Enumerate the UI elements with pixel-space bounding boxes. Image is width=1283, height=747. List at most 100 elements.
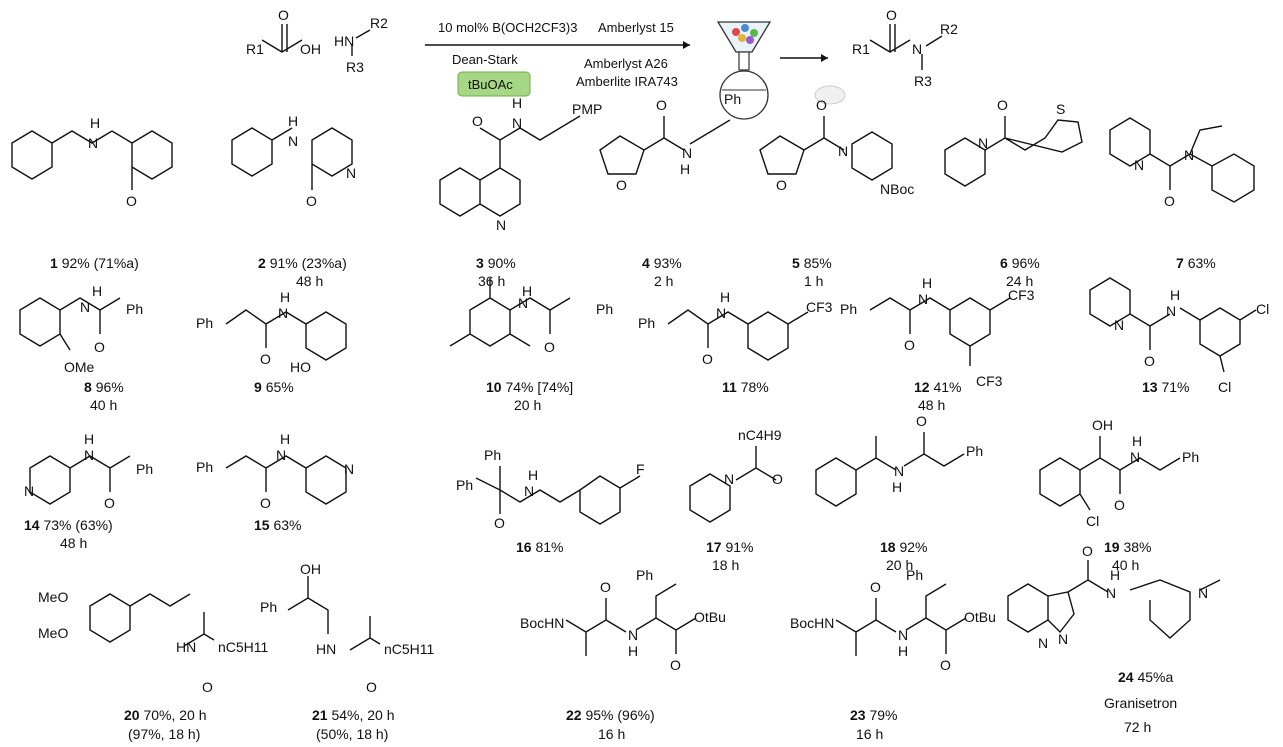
atom-label: MeO (38, 589, 68, 605)
atom-label: O (616, 177, 627, 193)
atom-label: OH (1092, 417, 1113, 433)
atom-label: N (1184, 147, 1194, 163)
atom-label: R1 (246, 41, 264, 57)
atom-label: O (202, 679, 213, 695)
structure-2: H N N O (231, 113, 356, 209)
resin-label: Amberlite IRA743 (576, 74, 678, 89)
svg-text:48 h: 48 h (918, 397, 945, 413)
atom-label: N (1106, 585, 1116, 601)
structure-11: Ph H N O CF3 (638, 289, 833, 367)
structure-4: O O H N Ph (599, 91, 741, 193)
svg-text:48 h: 48 h (296, 273, 323, 289)
compound-label-2: 2 91% (23%a) 48 h (258, 255, 347, 289)
compound-label-23: 23 79% 16 h (850, 707, 898, 742)
atom-label: N (1134, 157, 1144, 173)
svg-text:6 96%: 6 96% (1000, 255, 1040, 271)
atom-label: O (494, 515, 505, 531)
compound-label-11: 11 78% (722, 379, 769, 395)
svg-text:10 74% [74%]: 10 74% [74%] (486, 379, 573, 395)
compound-label-10: 10 74% [74%] 20 h (486, 379, 573, 413)
structure-12: Ph H N O CF3 CF3 (840, 275, 1035, 389)
atom-label: R1 (852, 41, 870, 57)
svg-text:24 45%a: 24 45%a (1118, 669, 1173, 685)
atom-label: CF3 (1008, 287, 1035, 303)
atom-label: H (1110, 567, 1120, 583)
atom-label: F (636, 461, 645, 477)
svg-text:40 h: 40 h (90, 397, 117, 413)
resin-label: Amberlyst A26 (584, 56, 668, 71)
atom-label: HN (316, 641, 336, 657)
atom-label: N (894, 463, 904, 479)
atom-label: nC5H11 (384, 641, 435, 657)
compound-label-13: 13 71% (1142, 379, 1190, 395)
atom-label: N (912, 41, 922, 57)
structure-22: Ph BocHN O N H O OtBu (520, 567, 726, 673)
atom-label: Ph (126, 301, 143, 317)
atom-label: N (518, 295, 528, 311)
atom-label: PMP (572, 101, 602, 117)
svg-text:1 92% (71%a): 1 92% (71%a) (50, 255, 139, 271)
atom-label: Cl (1218, 379, 1231, 395)
atom-label: H (1132, 433, 1142, 449)
structure-21: OH Ph HN O nC5H11 (260, 561, 435, 695)
structure-17: nC4H9 N O (689, 427, 783, 523)
compound-label-14: 14 73% (63%) 48 h (24, 517, 113, 551)
structure-16: Ph Ph H N O F (456, 447, 645, 531)
svg-text:16 81%: 16 81% (516, 539, 564, 555)
atom-label: N (628, 627, 638, 643)
atom-label: Ph (484, 447, 501, 463)
atom-label: nC4H9 (738, 427, 782, 443)
compound-label-24: 24 45%a Granisetron 72 h (1104, 669, 1177, 735)
svg-text:14 73% (63%): 14 73% (63%) (24, 517, 113, 533)
atom-label: H (84, 431, 94, 447)
svg-text:17 91%: 17 91% (706, 539, 754, 555)
condition-label: Dean-Stark (452, 52, 518, 67)
atom-label: Ph (906, 567, 923, 583)
atom-label: Ph (456, 477, 473, 493)
structure-20: MeO MeO HN O nC5H11 (38, 589, 269, 695)
atom-label: O (656, 97, 667, 113)
atom-label: N (80, 299, 90, 315)
compound-label-5: 5 85% 1 h (792, 255, 832, 289)
structure-19: OH H N O Ph Cl (1039, 417, 1199, 529)
solvent-box (457, 71, 531, 97)
atom-label: O (472, 113, 483, 129)
atom-label: H (892, 479, 902, 495)
svg-text:16 h: 16 h (856, 726, 883, 742)
atom-label: N (918, 291, 928, 307)
general-reaction: O R1 OH HN R2 R3 10 mol% B(OCH2CF3)3 Dea… (246, 7, 958, 120)
amine-structure: HN R2 R3 (334, 15, 388, 75)
atom-label: O (306, 193, 317, 209)
compound-label-19: 19 38% 40 h (1104, 539, 1152, 573)
atom-label: O (1164, 193, 1175, 209)
atom-label: N (1130, 449, 1140, 465)
svg-text:48 h: 48 h (60, 535, 87, 551)
compound-label-16: 16 81% (516, 539, 564, 555)
atom-label: CF3 (806, 299, 833, 315)
structure-18: O Ph N H (815, 413, 983, 507)
compound-label-20: 20 70%, 20 h (97%, 18 h) (124, 707, 207, 742)
svg-text:3 90%: 3 90% (476, 255, 516, 271)
atom-label: OH (300, 41, 321, 57)
atom-label: N (84, 447, 94, 463)
svg-text:13 71%: 13 71% (1142, 379, 1190, 395)
filtration-apparatus-icon (716, 21, 772, 120)
atom-label: N (898, 627, 908, 643)
svg-text:12 41%: 12 41% (914, 379, 962, 395)
atom-label: H (90, 115, 100, 131)
compound-label-22: 22 95% (96%) 16 h (566, 707, 655, 742)
svg-text:20 h: 20 h (886, 557, 913, 573)
compound-label-3: 3 90% 36 h (476, 255, 516, 289)
solvent-label: tBuOAc (468, 77, 513, 92)
structure-14: N H N O Ph (24, 431, 153, 511)
compound-label-12: 12 41% 48 h (914, 379, 962, 413)
atom-label: O (870, 579, 881, 595)
svg-text:72 h: 72 h (1124, 719, 1151, 735)
compound-label-9: 9 65% (254, 379, 294, 395)
atom-label: CF3 (976, 373, 1003, 389)
structure-5: O O N NBoc (759, 97, 914, 197)
atom-label: N (496, 217, 506, 233)
compound-label-21: 21 54%, 20 h (50%, 18 h) (312, 707, 395, 742)
atom-label: Ph (724, 91, 741, 107)
